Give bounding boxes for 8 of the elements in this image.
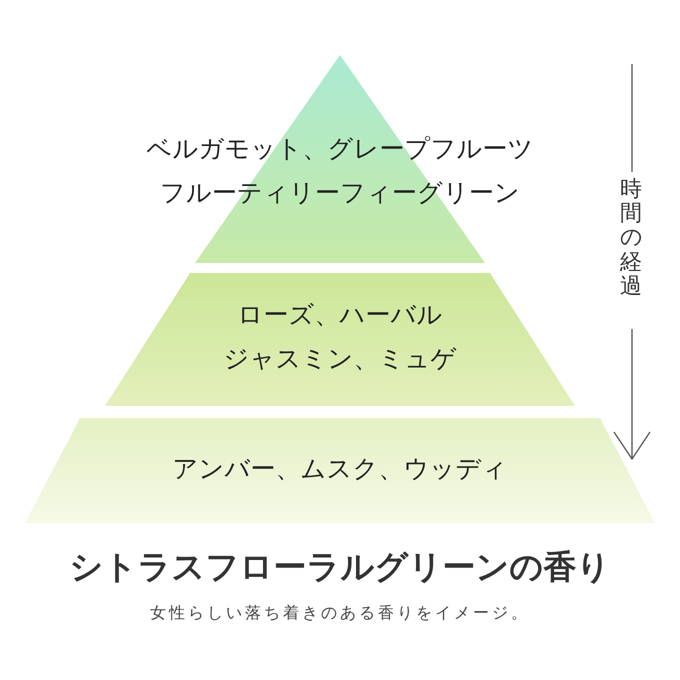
caption: 女性らしい落ち着きのある香りをイメージ。	[150, 603, 530, 624]
note-list: ローズ、ハーバル	[238, 293, 442, 337]
note-list: フルーティリーフィーグリーン	[160, 171, 520, 215]
note-list: ジャスミン、ミュゲ	[224, 337, 456, 381]
note-list: アンバー、ムスク、ウッディ	[172, 447, 508, 491]
time-label: 時間の経過	[620, 178, 642, 299]
title: シトラスフローラルグリーンの香り	[70, 546, 610, 588]
note-list: ベルガモット、グレープフルーツ	[146, 127, 534, 171]
